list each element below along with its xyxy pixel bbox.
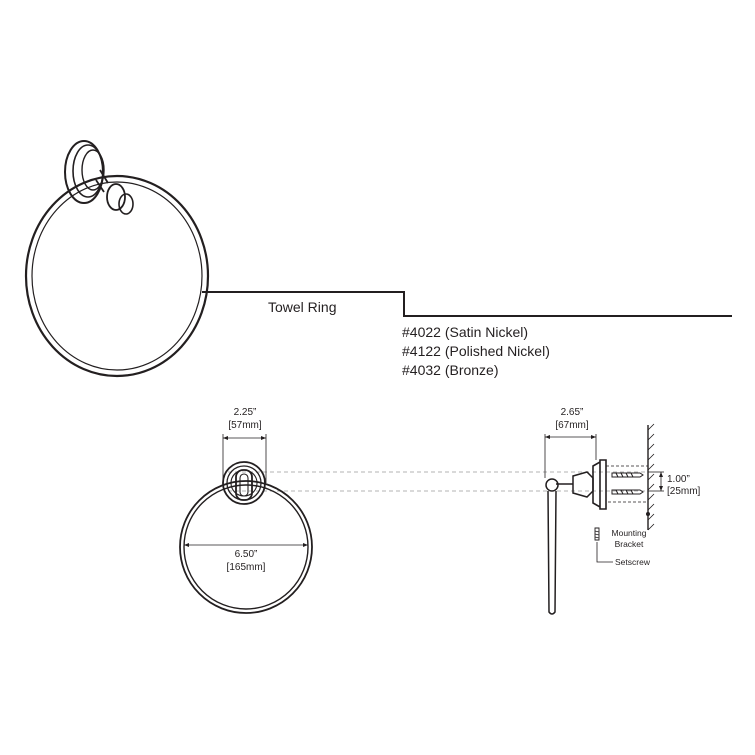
knuckle xyxy=(106,183,126,211)
base-width-metric: [57mm] xyxy=(228,420,262,431)
arm-post xyxy=(95,169,109,193)
title-leader-line xyxy=(202,291,732,317)
mounting-bracket-label-line2: Bracket xyxy=(615,539,644,549)
perspective-illustration xyxy=(24,140,210,378)
side-arm xyxy=(572,471,594,498)
base-width-arrow-left xyxy=(223,436,228,440)
setscrew-icon xyxy=(594,527,600,541)
projection-arrow-left xyxy=(545,435,550,439)
side-rosette xyxy=(592,459,607,510)
variant-2: #4122 (Polished Nickel) xyxy=(402,343,550,359)
projection-metric: [67mm] xyxy=(555,420,589,431)
rosette-inner xyxy=(81,149,105,191)
wall-hatching xyxy=(647,423,655,531)
front-ring-inner xyxy=(183,484,309,610)
bracket-height-arrow-bottom xyxy=(659,486,663,491)
bracket-height-imperial: 1.00” xyxy=(667,474,690,485)
projection-imperial: 2.65” xyxy=(561,407,584,418)
screw-top xyxy=(611,472,644,478)
base-width-arrow-right xyxy=(261,436,266,440)
ring-diameter-imperial: 6.50” xyxy=(235,549,258,560)
base-width-imperial: 2.25” xyxy=(234,407,257,418)
variant-1: #4022 (Satin Nickel) xyxy=(402,324,528,340)
rosette-middle xyxy=(72,144,104,198)
ring-diameter-arrow-right xyxy=(303,543,308,547)
bracket-height-metric: [25mm] xyxy=(667,486,701,497)
ring-outline-outer xyxy=(24,174,210,378)
setscrew-label: Setscrew xyxy=(615,557,651,567)
mounting-bracket-label-line1: Mounting xyxy=(612,528,647,538)
bracket-height-arrow-top xyxy=(659,472,663,477)
projection-arrow-right xyxy=(591,435,596,439)
front-ring-outer xyxy=(179,480,313,614)
side-view: 2.65” [67mm] 1.00” [25mm] Mounting Brack… xyxy=(544,407,701,615)
variant-3: #4032 (Bronze) xyxy=(402,362,499,378)
ring-outline-inner xyxy=(31,181,203,371)
ring-diameter-arrow-left xyxy=(184,543,189,547)
mounting-bracket xyxy=(605,465,649,503)
front-view: 2.25” [57mm] 6.50” [165mm] xyxy=(179,407,648,614)
setscrew-leader xyxy=(596,542,613,563)
ring-diameter-metric: [165mm] xyxy=(227,562,266,573)
mounting-bracket-leader-dot xyxy=(646,512,650,516)
knuckle-collar xyxy=(118,193,134,215)
side-ring-edge xyxy=(547,490,557,615)
product-title: Towel Ring xyxy=(268,299,336,315)
screw-bottom xyxy=(611,489,644,495)
side-ring-top xyxy=(545,478,559,492)
